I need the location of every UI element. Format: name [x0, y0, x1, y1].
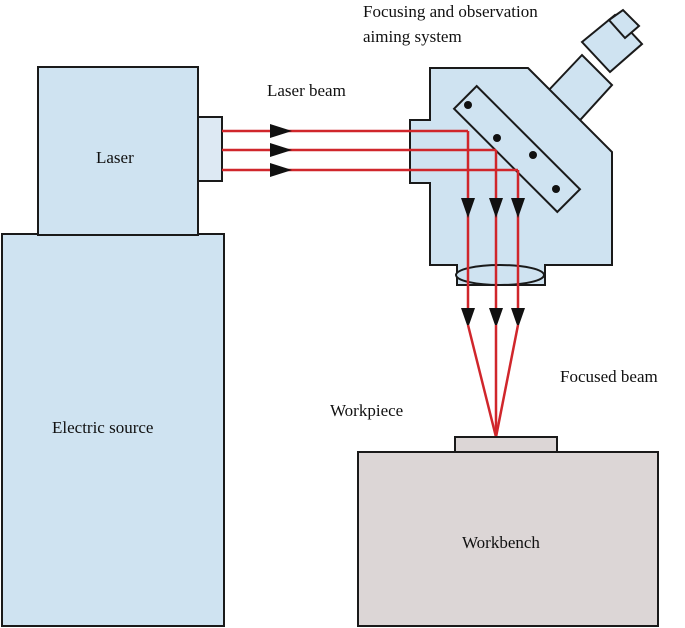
arrow-icon — [511, 198, 525, 218]
arrow-icon — [270, 163, 292, 177]
workpiece-label: Workpiece — [330, 401, 403, 420]
beam-arrows-horizontal — [270, 124, 292, 177]
electric-source-box — [1, 233, 225, 627]
lens-icon — [455, 264, 545, 286]
laser-beam-label: Laser beam — [267, 81, 346, 100]
arrow-icon — [511, 308, 525, 328]
electric-source-label: Electric source — [52, 418, 153, 437]
laser-label: Laser — [96, 148, 134, 167]
focused-beam-label: Focused beam — [560, 367, 658, 386]
laser-box — [37, 66, 199, 236]
focusing-system-label-line2: aiming system — [363, 27, 462, 46]
laser-aperture — [197, 116, 223, 182]
workpiece-box — [454, 436, 558, 453]
focused-beam-lines — [466, 324, 520, 438]
arrow-icon — [461, 198, 475, 218]
arrow-icon — [489, 308, 503, 328]
arrow-icon — [461, 308, 475, 328]
mirror-icon — [452, 84, 582, 214]
beam-arrows-vertical-upper — [461, 198, 525, 218]
workbench-box — [357, 451, 659, 627]
arrow-icon — [270, 143, 292, 157]
workbench-label: Workbench — [462, 533, 540, 552]
laser-beam-vertical — [466, 131, 520, 315]
arrow-icon — [270, 124, 292, 138]
focusing-system-label-line1: Focusing and observation — [363, 2, 538, 21]
arrow-icon — [489, 198, 503, 218]
beam-arrows-vertical-lower — [461, 308, 525, 328]
